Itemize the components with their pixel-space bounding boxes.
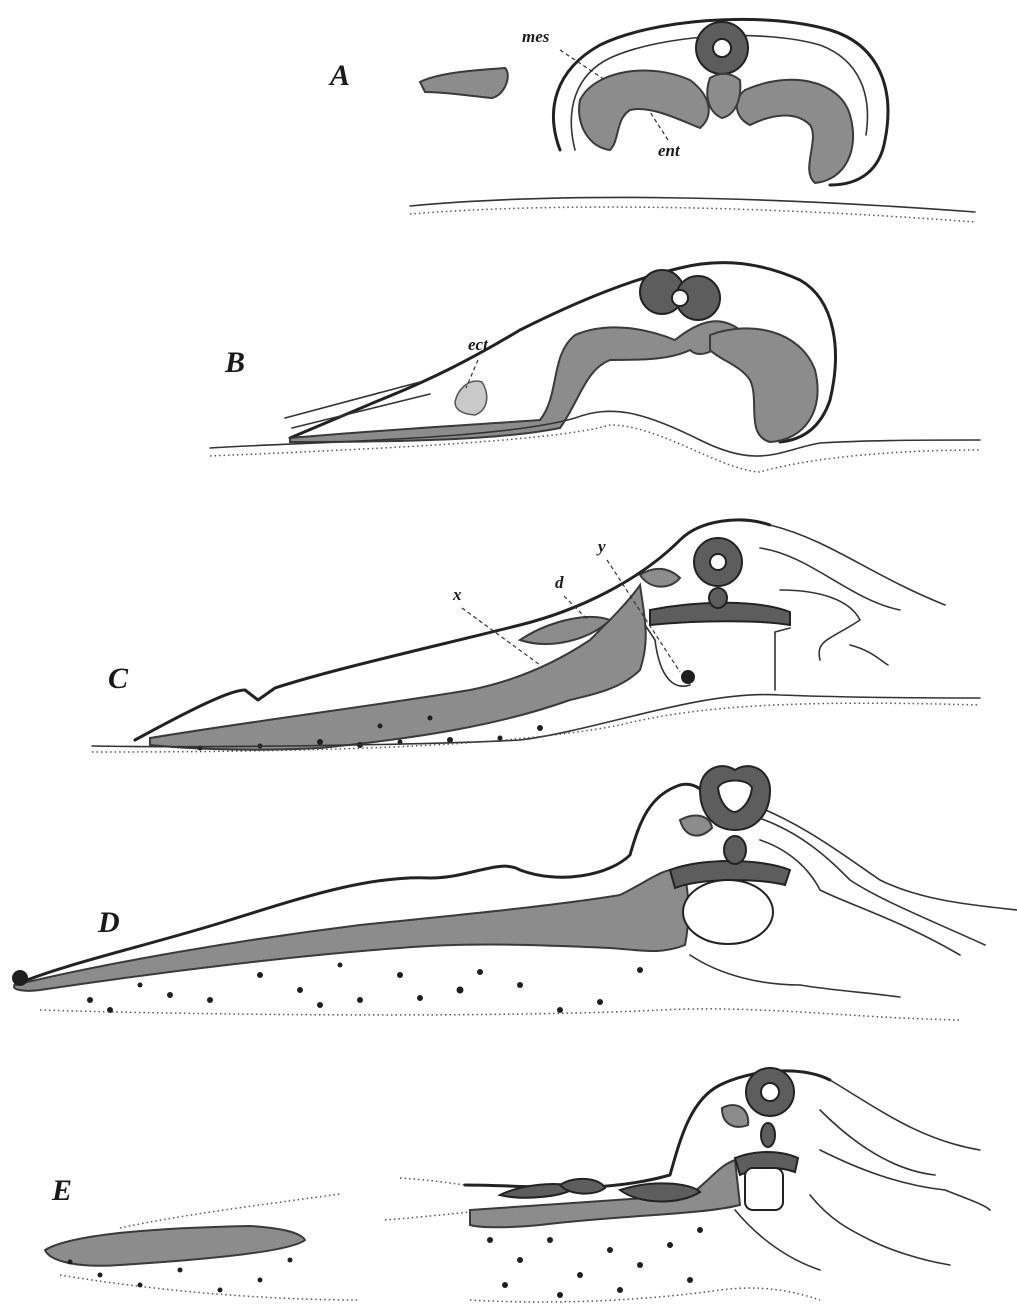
figure-b-mesoderm [290, 321, 740, 442]
figure-a-letter: A [328, 59, 350, 92]
figure-c: C x d y [92, 520, 980, 752]
label-mes: mes [522, 27, 550, 46]
figure-e-left-fragment [45, 1226, 305, 1266]
figure-b-letter: B [224, 346, 245, 379]
figure-a-fragment [420, 68, 508, 98]
label-y: y [596, 537, 606, 556]
figure-a-left-mass [579, 70, 709, 150]
label-ect: ect [468, 335, 489, 354]
label-ent: ent [658, 141, 681, 160]
figure-d: D [12, 766, 1017, 1020]
label-d: d [555, 573, 564, 592]
figure-d-cavity [683, 880, 773, 944]
figure-d-ectoderm [15, 784, 720, 985]
figure-d-letter: D [97, 906, 120, 939]
label-x: x [452, 585, 462, 604]
figure-b-right-mass [710, 328, 818, 442]
figure-a-right-mass [737, 80, 853, 183]
figure-b: B ect [210, 263, 980, 472]
figure-e-cavity [745, 1168, 783, 1210]
figure-e-letter: E [51, 1174, 72, 1207]
figure-a: A mes ent [328, 19, 975, 222]
figure-e: E [45, 1068, 990, 1302]
figure-c-letter: C [108, 662, 129, 695]
